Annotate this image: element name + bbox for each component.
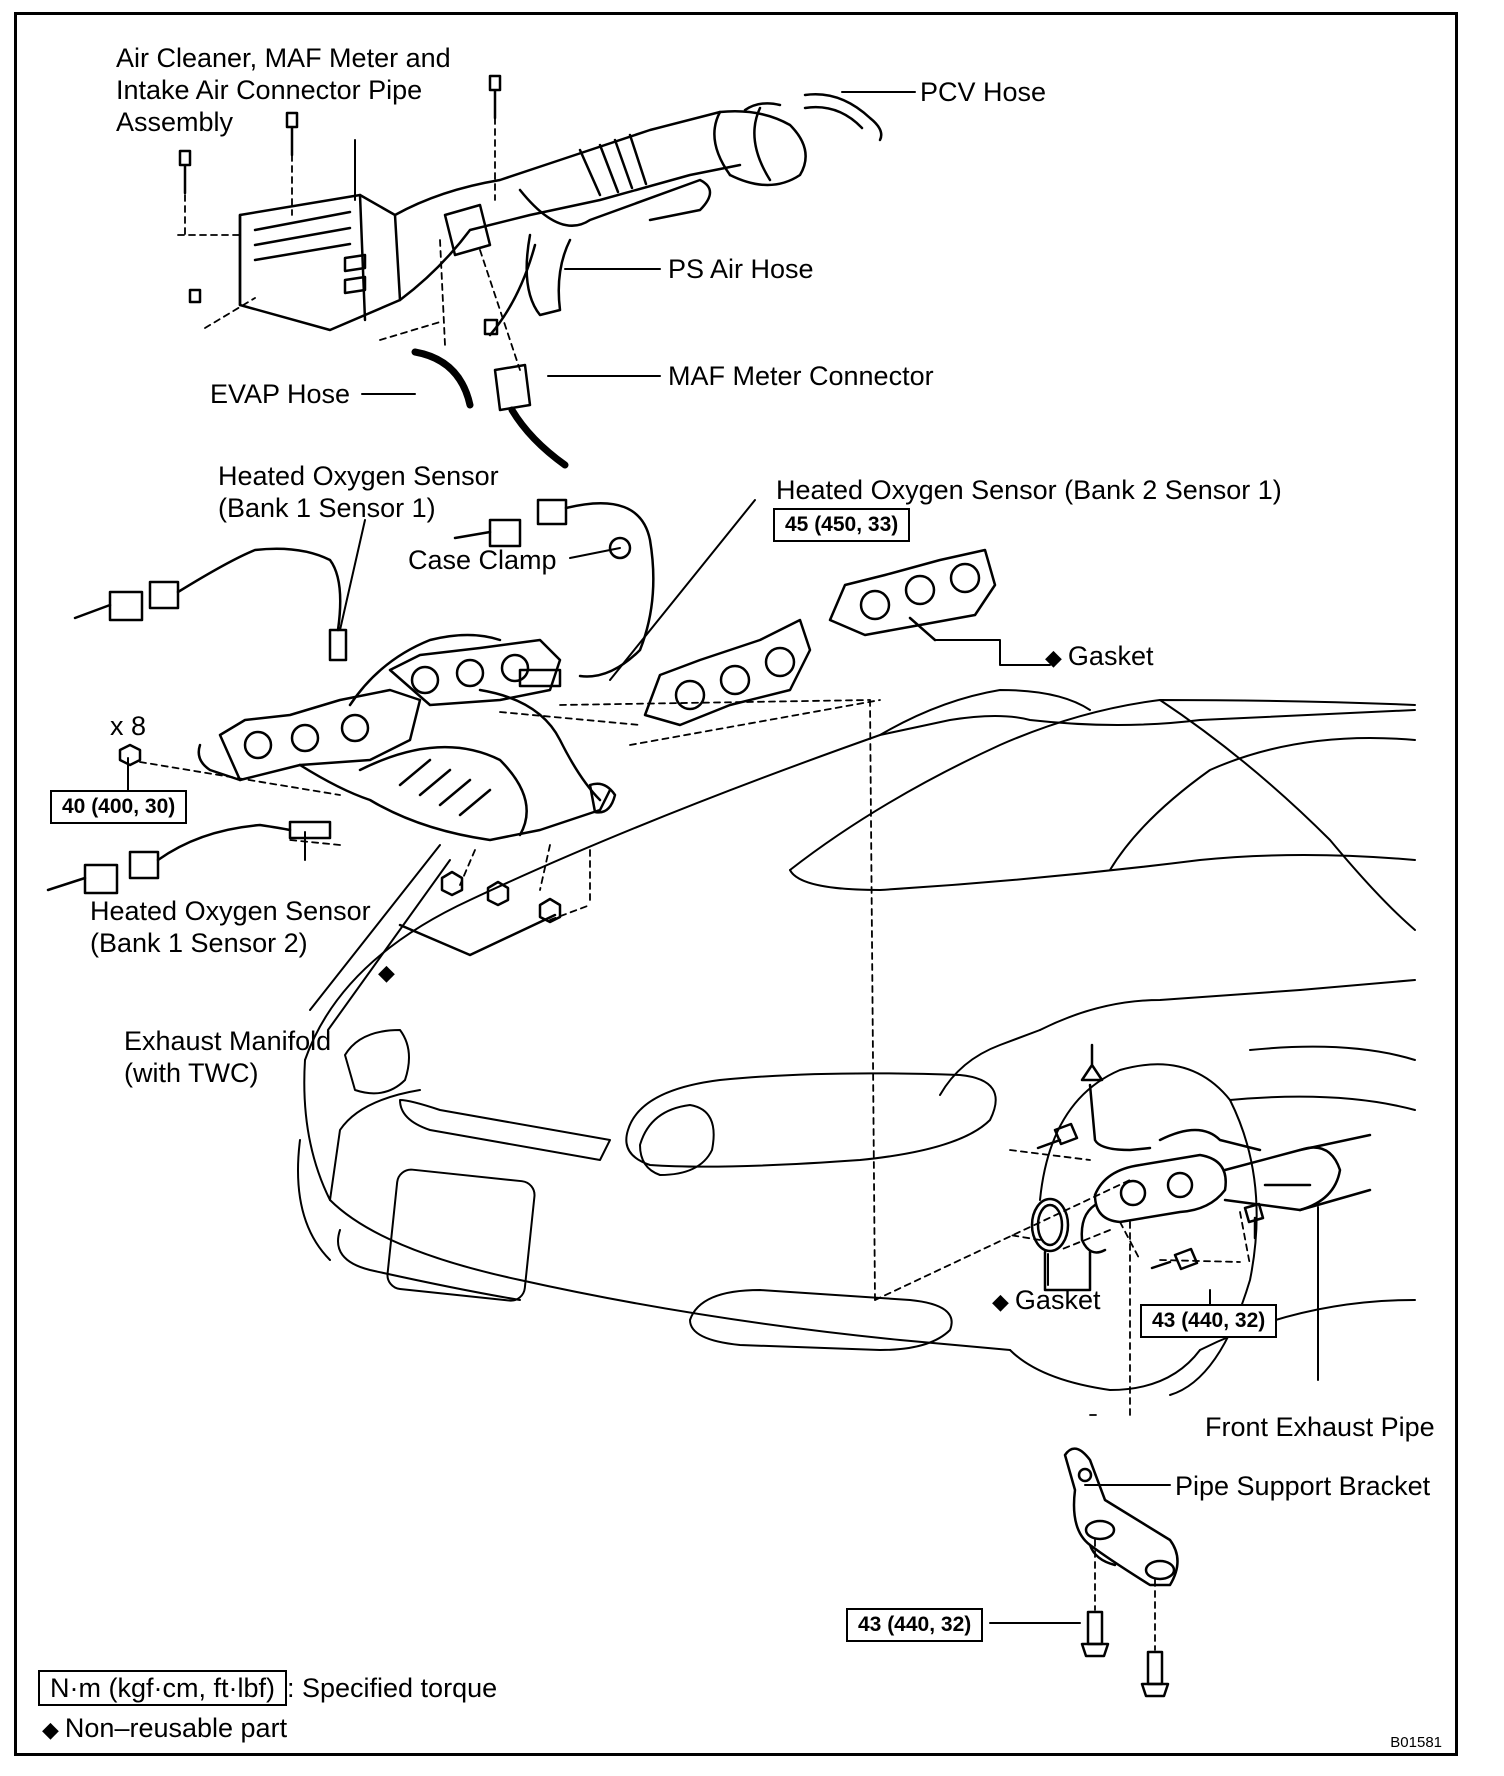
manifold-dashed-guides — [139, 699, 1131, 1301]
exhaust-manifold-label-line2: (with TWC) — [124, 1058, 259, 1088]
gasket-lower-label: ◆Gasket — [992, 1284, 1100, 1318]
ho2-bank1-sensor1-label-line1: Heated Oxygen Sensor — [218, 461, 499, 491]
ho2-bank1-sensor2-label-line2: (Bank 1 Sensor 2) — [90, 928, 308, 958]
air-cleaner-label-line2: Intake Air Connector Pipe — [116, 75, 423, 105]
assembly-dashed-guides — [177, 117, 521, 371]
bracket-bolts — [1080, 1610, 1170, 1698]
pipe-support-bracket — [1063, 1447, 1179, 1587]
nonreusable-diamond-icon: ◆ — [378, 960, 395, 985]
pipe-support-bracket-label: Pipe Support Bracket — [1175, 1471, 1431, 1501]
evap-hose-label: EVAP Hose — [210, 379, 351, 409]
nonreusable-diamond-icon: ◆ — [1045, 645, 1062, 670]
torque-manifold-nut: 40 (400, 30) — [50, 790, 188, 824]
legend-torque: N·m (kgf·cm, ft·lbf): Specified torque — [38, 1670, 497, 1706]
legend-nonreusable-text: Non–reusable part — [64, 1713, 288, 1743]
torque-ho2-bank2-sensor1: 45 (450, 33) — [773, 508, 911, 542]
legend-torque-unit: N·m (kgf·cm, ft·lbf) — [38, 1670, 287, 1706]
front-pipe-dashed-guides — [1009, 1149, 1251, 1421]
manifold-gaskets — [643, 548, 1051, 727]
front-exhaust-pipe-label: Front Exhaust Pipe — [1205, 1412, 1435, 1442]
front-exhaust-pipe — [1030, 1043, 1372, 1292]
legend-nonreusable: ◆Non–reusable part — [42, 1712, 287, 1746]
ho2-bank1-sensor2-label-line1: Heated Oxygen Sensor — [90, 896, 371, 926]
gasket-lower-text: Gasket — [1014, 1285, 1101, 1315]
car-body — [297, 689, 1416, 1396]
leader-lines — [127, 91, 1211, 1624]
exhaust-manifold-label-line1: Exhaust Manifold — [124, 1026, 332, 1056]
nonreusable-diamond-icon: ◆ — [992, 1289, 1009, 1314]
figure-frame — [14, 12, 1458, 1756]
air-cleaner-label-line1: Air Cleaner, MAF Meter and — [116, 43, 451, 73]
nut-quantity-label: x 8 — [110, 711, 147, 741]
figure-code: B01581 — [1390, 1734, 1442, 1751]
air-cleaner-assembly — [178, 74, 883, 469]
nonreusable-diamond-icon: ◆ — [42, 1717, 59, 1742]
exhaust-manifold — [197, 633, 617, 842]
gasket-top-label: ◆Gasket — [1045, 640, 1153, 674]
air-cleaner-label-line3: Assembly — [116, 107, 234, 137]
ps-air-hose-label: PS Air Hose — [668, 254, 814, 284]
manifold-nuts — [118, 743, 562, 957]
torque-bracket-bolt: 43 (440, 32) — [846, 1608, 984, 1642]
pcv-hose-label: PCV Hose — [920, 77, 1047, 107]
maf-meter-connector-label: MAF Meter Connector — [668, 361, 934, 391]
case-clamp-label: Case Clamp — [408, 545, 557, 575]
ho2-bank1-sensor1-label-line2: (Bank 1 Sensor 1) — [218, 493, 436, 523]
gasket-top-text: Gasket — [1067, 641, 1154, 671]
ho2-bank2-sensor1-label: Heated Oxygen Sensor (Bank 2 Sensor 1) — [776, 475, 1282, 505]
manifold-nut-diamond-label: ◆ — [378, 955, 401, 989]
oxygen-sensors — [46, 498, 655, 895]
torque-front-pipe: 43 (440, 32) — [1140, 1304, 1278, 1338]
legend-torque-text: : Specified torque — [286, 1673, 498, 1703]
